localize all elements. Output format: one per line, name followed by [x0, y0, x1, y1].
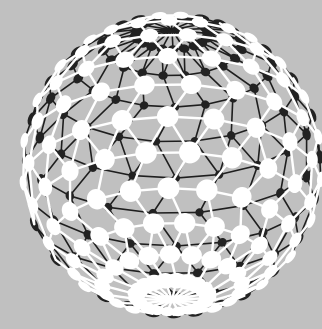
back-edge [153, 212, 200, 213]
back-edge [156, 141, 195, 142]
